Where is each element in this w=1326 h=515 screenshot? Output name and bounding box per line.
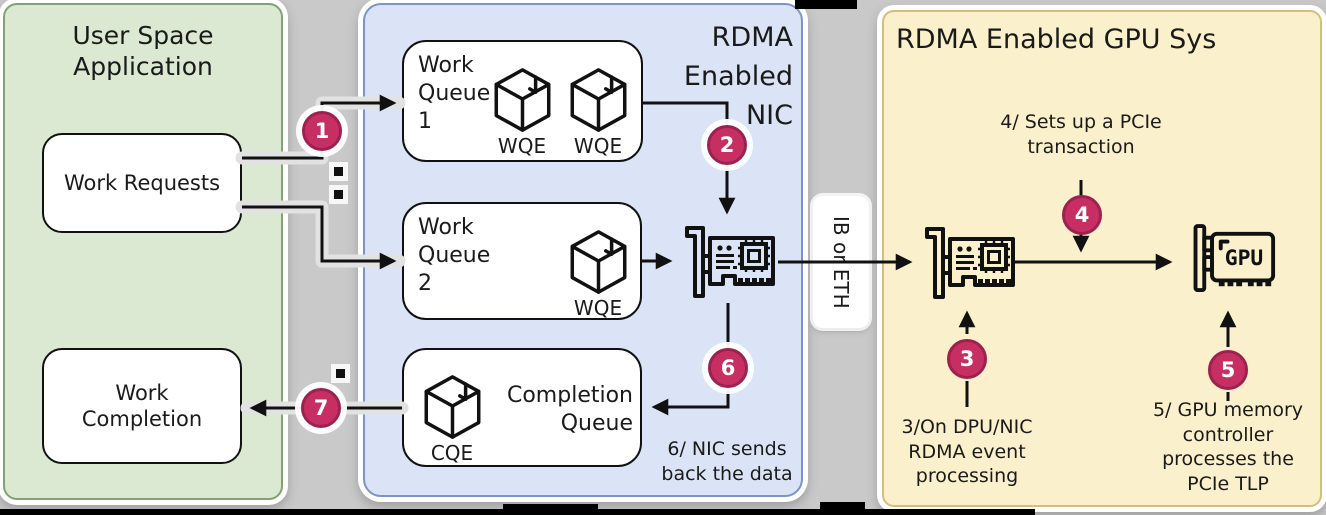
edge-artifact [503,504,598,515]
ellipsis-square [336,369,345,378]
ellipsis-square [334,167,343,176]
edge-artifact [795,0,857,9]
step-circle-3: 3 [947,339,987,379]
gpu-panel-title: RDMA Enabled GPU Sys [896,24,1217,55]
note-6: 6/ NIC sends back the data [661,438,793,485]
work-requests-label: Work Requests [63,170,221,195]
wqe-package-icon [492,66,553,134]
step-circle-4: 4 [1062,195,1102,235]
cqe-package-icon [422,373,483,441]
wqe-label: WQE [573,296,623,320]
gpu-card-icon [1180,221,1277,301]
completion-queue-label: Completion Queue [506,383,633,437]
edge-artifact [820,502,865,515]
work-completion-label: Work Completion [81,380,203,431]
user-space-panel-title: User Space Application [72,21,214,82]
step-circle-7: 7 [301,388,341,428]
link-label: IB or ETH [829,215,853,309]
wqe-label: WQE [497,134,547,158]
work-completion-box [42,348,242,464]
cqe-label: CQE [430,441,474,465]
wqe-label: WQE [573,134,623,158]
work-requests-box [42,133,242,233]
ellipsis-square [334,190,343,199]
note-5: 5/ GPU memory controller processes the P… [1152,399,1304,496]
note-4: 4/ Sets up a PCIe transaction [1000,111,1162,158]
link-label-box: IB or ETH [813,196,869,328]
wqe-package-icon [568,228,629,296]
nic-card-icon [678,222,778,302]
step-circle-5: 5 [1208,350,1248,390]
dpu-nic-card-icon [918,223,1018,303]
step-circle-6: 6 [708,348,748,388]
step-circle-2: 2 [707,125,747,165]
wqe-package-icon [568,66,629,134]
work-queue-1-label: Work Queue 1 [418,53,491,135]
rdma-nic-panel-title: RDMA Enabled NIC [683,22,793,132]
note-3: 3/On DPU/NIC RDMA event processing [901,416,1033,488]
work-queue-2-label: Work Queue 2 [418,215,491,297]
step-circle-1: 1 [302,111,342,151]
completion-queue-box [402,348,642,467]
